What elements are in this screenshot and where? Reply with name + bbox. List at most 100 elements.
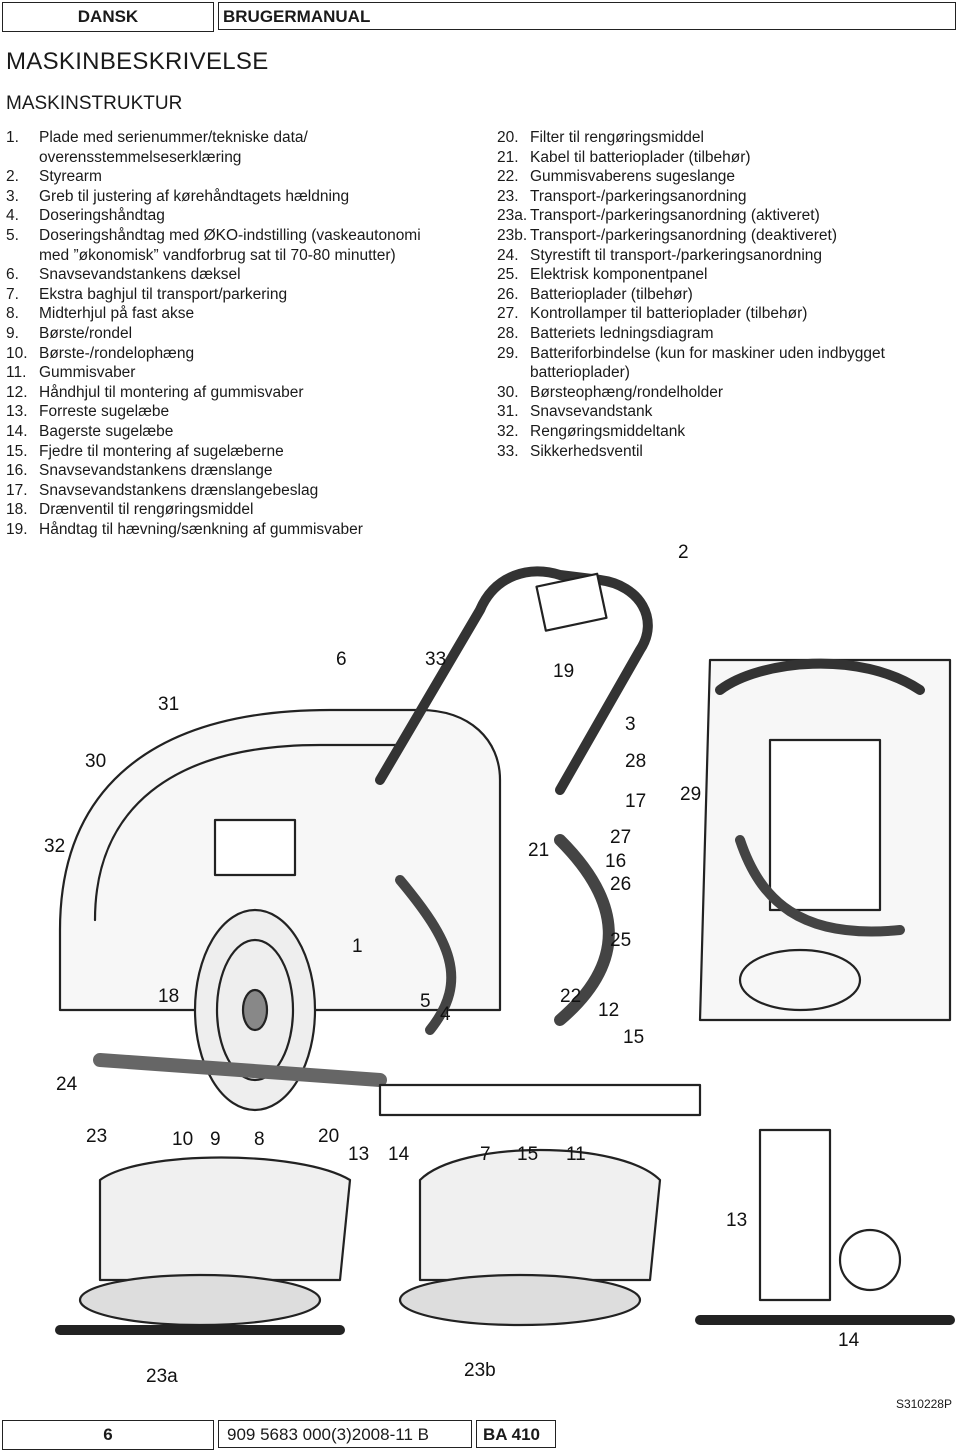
item-number: 31.: [497, 403, 519, 421]
item-text: Bagerste sugelæbe: [39, 422, 174, 440]
callout-32: 32: [44, 836, 65, 857]
parts-list-item: 19.Håndtag til hævning/sænkning af gummi…: [6, 520, 476, 540]
parts-list-item: 23a.Transport-/parkeringsanordning (akti…: [497, 206, 917, 226]
page-header: DANSK BRUGERMANUAL: [2, 2, 958, 32]
parts-list-item: 22.Gummisvaberens sugeslange: [497, 167, 917, 187]
item-number: [6, 148, 39, 168]
callout-23b: 23b: [464, 1360, 496, 1381]
item-number: 21.: [497, 148, 519, 166]
page-footer: 6 909 5683 000(3)2008-11 B BA 410: [2, 1420, 958, 1450]
parts-list-left: 1. Plade med serienummer/tekniske data/ov…: [6, 128, 476, 539]
item-text: Børste-/rondelophæng: [39, 344, 195, 362]
item-text: Styrearm: [39, 168, 102, 186]
parts-list-item: 13. Forreste sugelæbe: [6, 402, 476, 422]
parts-list-item: 23b.Transport-/parkeringsanordning (deak…: [497, 226, 917, 246]
parts-list-item: 31.Snavsevandstank: [497, 402, 917, 422]
item-text: Fjedre til montering af sugelæberne: [39, 442, 284, 460]
callout-29: 29: [680, 784, 701, 805]
item-number: 18.: [6, 501, 28, 519]
parts-list-item: 1. Plade med serienummer/tekniske data/: [6, 128, 476, 148]
item-number: 12.: [6, 383, 28, 401]
callout-21: 21: [528, 840, 549, 861]
item-text: batterioplader): [530, 364, 630, 382]
callout-19: 19: [553, 661, 574, 682]
parts-list-item: 33. Sikkerhedsventil: [497, 442, 917, 462]
parts-list-item: 21.Kabel til batterioplader (tilbehør): [497, 148, 917, 168]
item-number: 30.: [497, 383, 519, 401]
callout-23a: 23a: [146, 1366, 178, 1387]
parts-list-item: 3.Greb til justering af kørehåndtagets h…: [6, 187, 476, 207]
brush-deck: [93, 1053, 387, 1087]
parts-list-item: batterioplader): [497, 363, 917, 383]
callout-9: 9: [210, 1129, 221, 1150]
parts-list-item: 29.Batteriforbindelse (kun for maskiner …: [497, 344, 917, 364]
item-text: Gummisvaberens sugeslange: [530, 168, 736, 186]
item-number: 32.: [497, 422, 519, 440]
callout-26: 26: [610, 874, 631, 895]
item-number: 5.: [6, 226, 19, 244]
callout-23: 23: [86, 1126, 107, 1147]
item-text: Ekstra baghjul til transport/parkering: [39, 285, 288, 303]
parts-list-item: 30.Børsteophæng/rondelholder: [497, 383, 917, 403]
parts-list-item: 8.Midterhjul på fast akse: [6, 304, 476, 324]
item-text: Snavsevandstankens dæksel: [39, 266, 241, 284]
detail-23a: [98, 1156, 352, 1282]
callout-14b: 14: [838, 1330, 860, 1351]
item-text: Greb til justering af kørehåndtagets hæl…: [39, 187, 350, 205]
callout-6: 6: [336, 649, 347, 670]
parts-list-item: 25.Elektrisk komponentpanel: [497, 265, 917, 285]
item-text: Drænventil til rengøringsmiddel: [39, 501, 254, 519]
parts-list-item: 26.Batterioplader (tilbehør): [497, 285, 917, 305]
parts-list-item: 6.Snavsevandstankens dæksel: [6, 265, 476, 285]
section-subtitle: MASKINSTRUKTUR: [6, 93, 183, 114]
parts-list-item: 32.Rengøringsmiddeltank: [497, 422, 917, 442]
item-text: Transport-/parkeringsanordning (aktivere…: [530, 207, 820, 225]
item-number: 13.: [6, 403, 28, 421]
item-text: Børste/rondel: [39, 324, 133, 342]
item-number: 7.: [6, 285, 19, 303]
item-number: 1.: [6, 129, 19, 146]
item-text: Midterhjul på fast akse: [39, 305, 195, 323]
callout-15: 15: [623, 1027, 644, 1048]
header-manual-title: BRUGERMANUAL: [218, 2, 956, 30]
parts-list-item: 5. Doseringshåndtag med ØKO-indstilling (…: [6, 226, 476, 246]
callout-25: 25: [610, 930, 631, 951]
callout-27: 27: [610, 827, 631, 848]
parts-list-item: 16. Snavsevandstankens drænslange: [6, 461, 476, 481]
item-number: 16.: [6, 462, 28, 480]
item-text: Filter til rengøringsmiddel: [530, 129, 704, 146]
callout-33: 33: [425, 649, 446, 670]
page-number: 6: [2, 1420, 214, 1450]
callout-30: 30: [85, 751, 106, 772]
item-text: Gummisvaber: [39, 364, 136, 382]
item-text: overensstemmelseserklæring: [39, 148, 242, 166]
parts-list-item: 28.Batteriets ledningsdiagram: [497, 324, 917, 344]
parts-list-item: 7. Ekstra baghjul til transport/parkering: [6, 285, 476, 305]
item-text: Transport-/parkeringsanordning (deaktive…: [530, 226, 837, 244]
parts-list-item: 23.Transport-/parkeringsanordning: [497, 187, 917, 207]
item-number: 33.: [497, 442, 519, 460]
parts-list-item: med ”økonomisk” vandforbrug sat til 70-8…: [6, 246, 476, 266]
item-number: 2.: [6, 168, 19, 186]
item-number: 17.: [6, 481, 28, 499]
parts-list-item: 4.Doseringshåndtag: [6, 206, 476, 226]
item-number: 25.: [497, 266, 519, 284]
callout-16: 16: [605, 851, 626, 872]
machine-model: BA 410: [476, 1420, 556, 1448]
parts-list-item: 9.Børste/rondel: [6, 324, 476, 344]
detail-23b: [418, 1149, 662, 1282]
callout-28: 28: [625, 751, 646, 772]
item-text: Plade med serienummer/tekniske data/: [39, 129, 308, 146]
callout-1: 1: [352, 936, 363, 957]
callout-13a: 13: [348, 1144, 369, 1165]
callout-10: 10: [172, 1129, 193, 1150]
item-text: Snavsevandstankens drænslange: [39, 462, 273, 480]
item-number: 24.: [497, 246, 519, 264]
item-text: Doseringshåndtag med ØKO-indstilling (va…: [39, 226, 421, 244]
callout-24: 24: [56, 1074, 78, 1095]
item-text: Forreste sugelæbe: [39, 403, 170, 421]
parts-list-item: 14.Bagerste sugelæbe: [6, 422, 476, 442]
item-text: Sikkerhedsventil: [530, 442, 643, 460]
item-number: 28.: [497, 324, 519, 342]
figure-reference: S310228P: [895, 1397, 952, 1411]
